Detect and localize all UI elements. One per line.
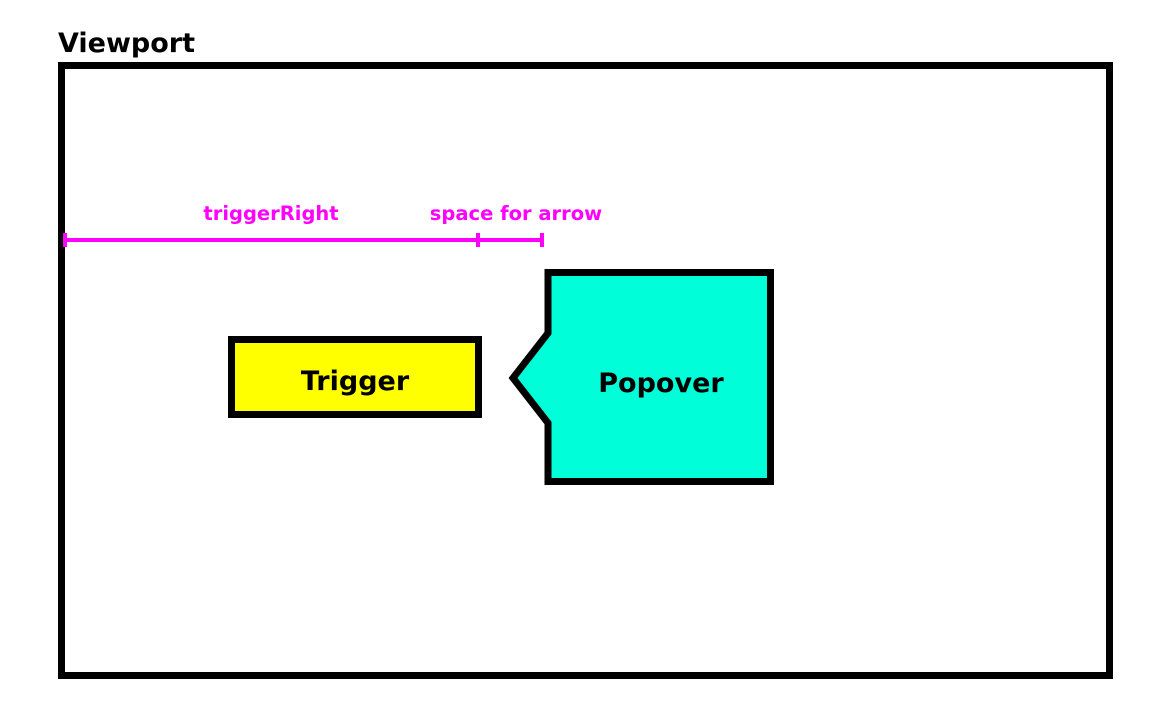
measure-label-space-for-arrow: space for arrow	[430, 202, 602, 225]
trigger-box[interactable]	[228, 336, 482, 418]
popover-label: Popover	[598, 368, 724, 399]
viewport-frame	[58, 62, 1113, 679]
trigger-label: Trigger	[301, 366, 410, 397]
popover-shape[interactable]	[508, 269, 774, 485]
measure-label-trigger-right: triggerRight	[203, 202, 338, 225]
viewport-title: Viewport	[58, 28, 195, 59]
measurement-group: triggerRight space for arrow	[63, 202, 602, 247]
